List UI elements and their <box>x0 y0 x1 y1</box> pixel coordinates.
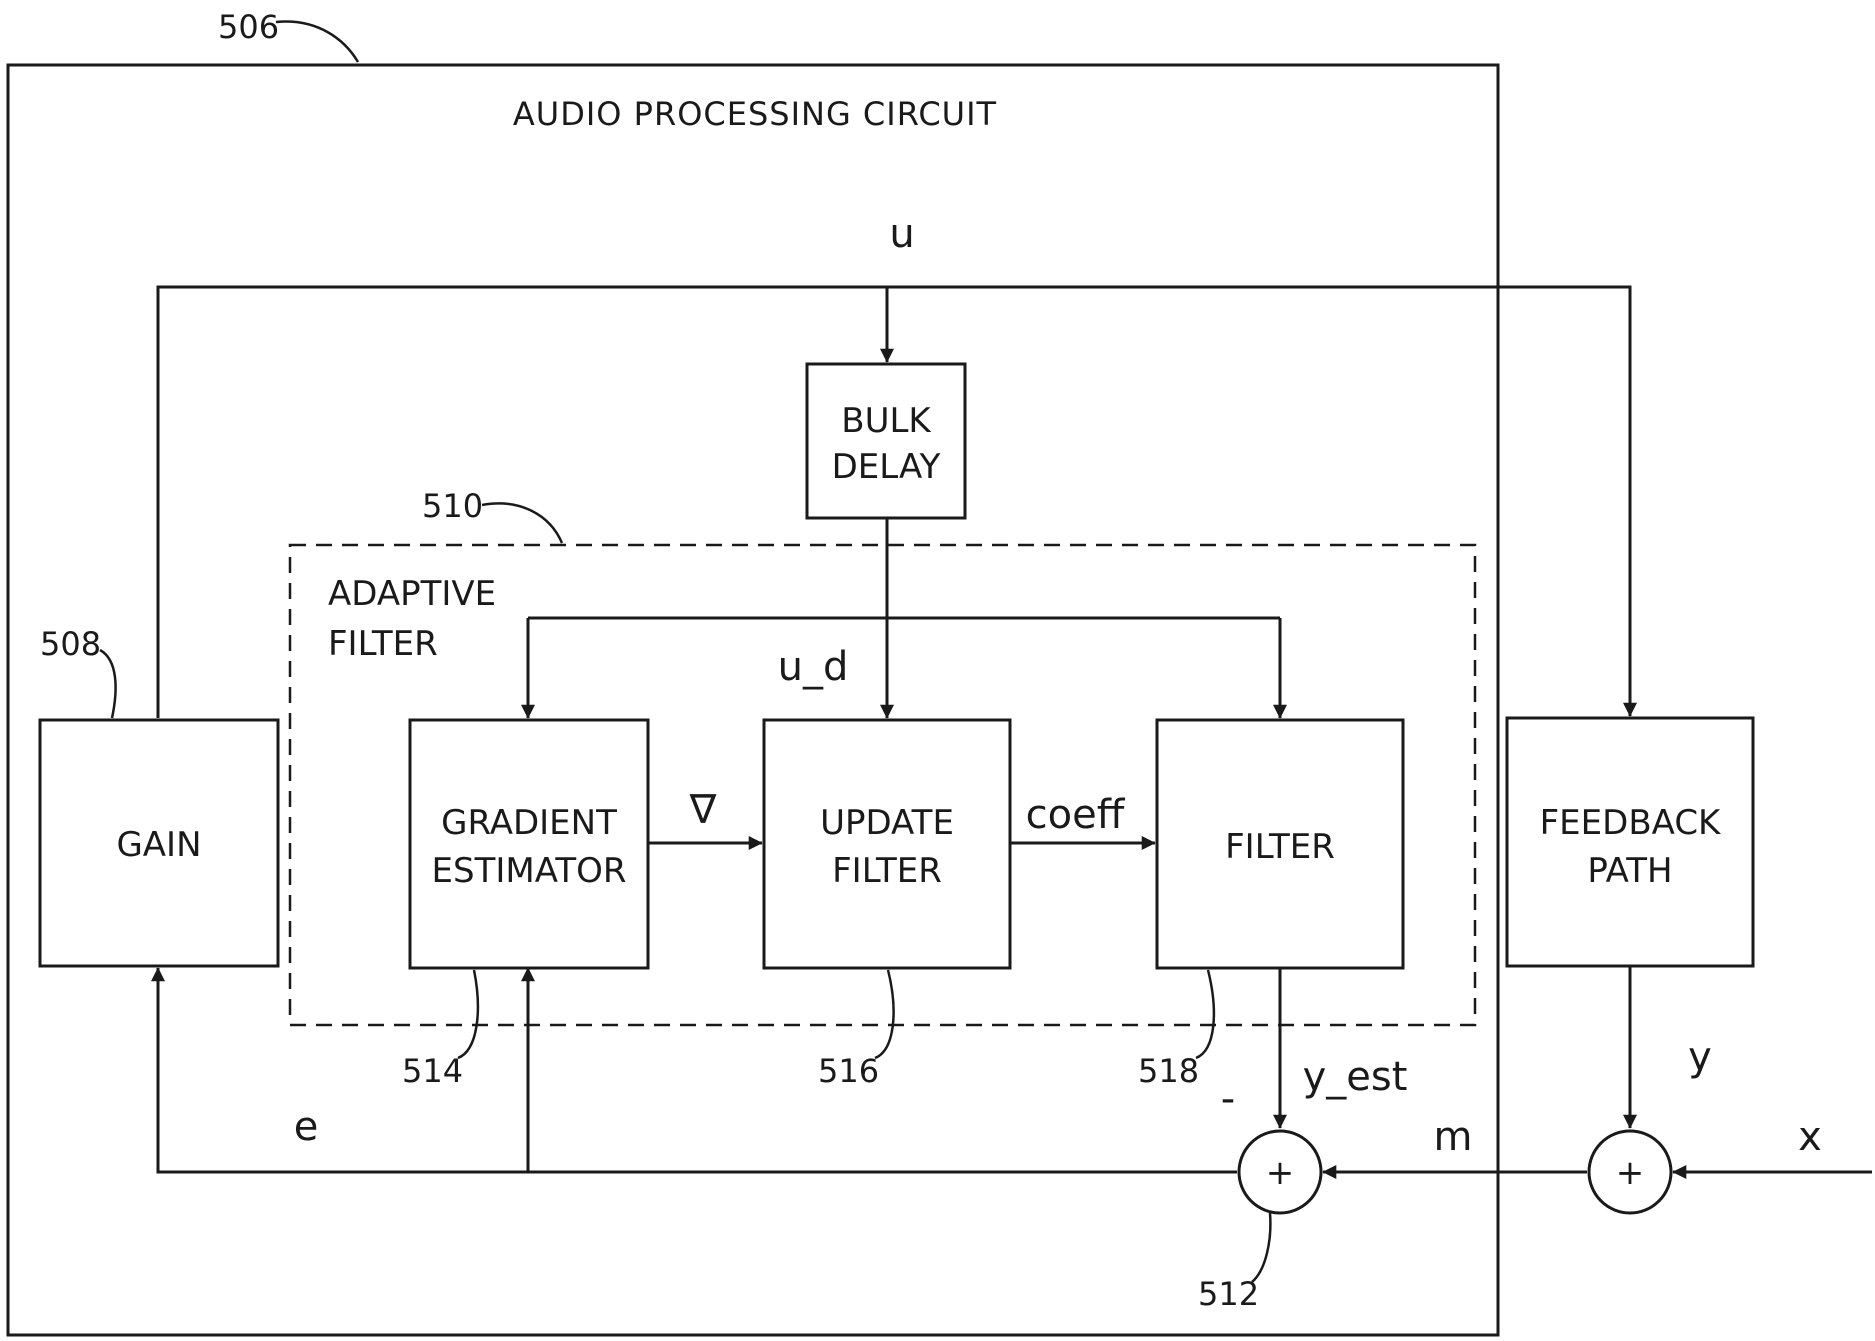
bulk-delay-block: BULK DELAY <box>807 364 965 518</box>
ref-506-leader <box>276 22 358 62</box>
ref-510-leader <box>482 503 562 543</box>
signal-coeff-label: coeff <box>1026 792 1126 838</box>
audio-processing-circuit-label: AUDIO PROCESSING CIRCUIT <box>513 95 997 133</box>
signal-m-label: m <box>1434 1114 1473 1160</box>
ref-518-leader <box>1196 970 1214 1058</box>
filter-block: FILTER <box>1157 720 1403 968</box>
summer-feedback-symbol: + <box>1616 1153 1645 1193</box>
filter-label: FILTER <box>1225 827 1335 867</box>
update-filter-block: UPDATE FILTER <box>764 720 1010 968</box>
ref-512: 512 <box>1198 1275 1259 1313</box>
summer-512: + <box>1239 1131 1321 1213</box>
signal-u-label: u <box>889 211 914 257</box>
signal-minus-label: - <box>1221 1076 1235 1122</box>
signal-x-label: x <box>1798 1114 1822 1160</box>
adaptive-filter-label-line1: ADAPTIVE <box>328 574 496 614</box>
bulk-delay-label-line2: DELAY <box>832 447 941 487</box>
signal-y-est-label: y_est <box>1303 1054 1408 1100</box>
feedback-path-label-line2: PATH <box>1587 851 1672 891</box>
signal-e-label: e <box>294 1104 319 1150</box>
wire-e <box>158 968 1237 1172</box>
adaptive-filter-label-line2: FILTER <box>328 624 438 664</box>
ref-506: 506 <box>218 8 279 46</box>
summer-512-symbol: + <box>1266 1153 1295 1193</box>
ref-516-leader <box>875 970 894 1058</box>
ref-518: 518 <box>1138 1052 1199 1090</box>
signal-gradient-label: ∇ <box>689 787 717 833</box>
gain-label: GAIN <box>116 825 201 865</box>
gradient-estimator-label-line1: GRADIENT <box>441 803 617 843</box>
ref-512-leader <box>1252 1213 1270 1282</box>
ref-516: 516 <box>818 1052 879 1090</box>
ref-508-leader <box>100 650 116 718</box>
signal-y-label: y <box>1688 1034 1712 1080</box>
summer-feedback: + <box>1589 1131 1671 1213</box>
ref-508: 508 <box>40 625 101 663</box>
update-filter-label-line1: UPDATE <box>820 803 954 843</box>
gradient-estimator-label-line2: ESTIMATOR <box>432 851 627 891</box>
ref-510: 510 <box>422 487 483 525</box>
signal-u-d-label: u_d <box>778 644 849 690</box>
ref-514-leader <box>458 970 478 1058</box>
feedback-path-label-line1: FEEDBACK <box>1540 803 1722 843</box>
bulk-delay-label-line1: BULK <box>841 401 932 441</box>
update-filter-label-line2: FILTER <box>832 851 942 891</box>
feedback-path-block: FEEDBACK PATH <box>1507 718 1753 966</box>
ref-514: 514 <box>402 1052 463 1090</box>
gradient-estimator-block: GRADIENT ESTIMATOR <box>410 720 648 968</box>
gain-block: GAIN <box>40 720 278 966</box>
